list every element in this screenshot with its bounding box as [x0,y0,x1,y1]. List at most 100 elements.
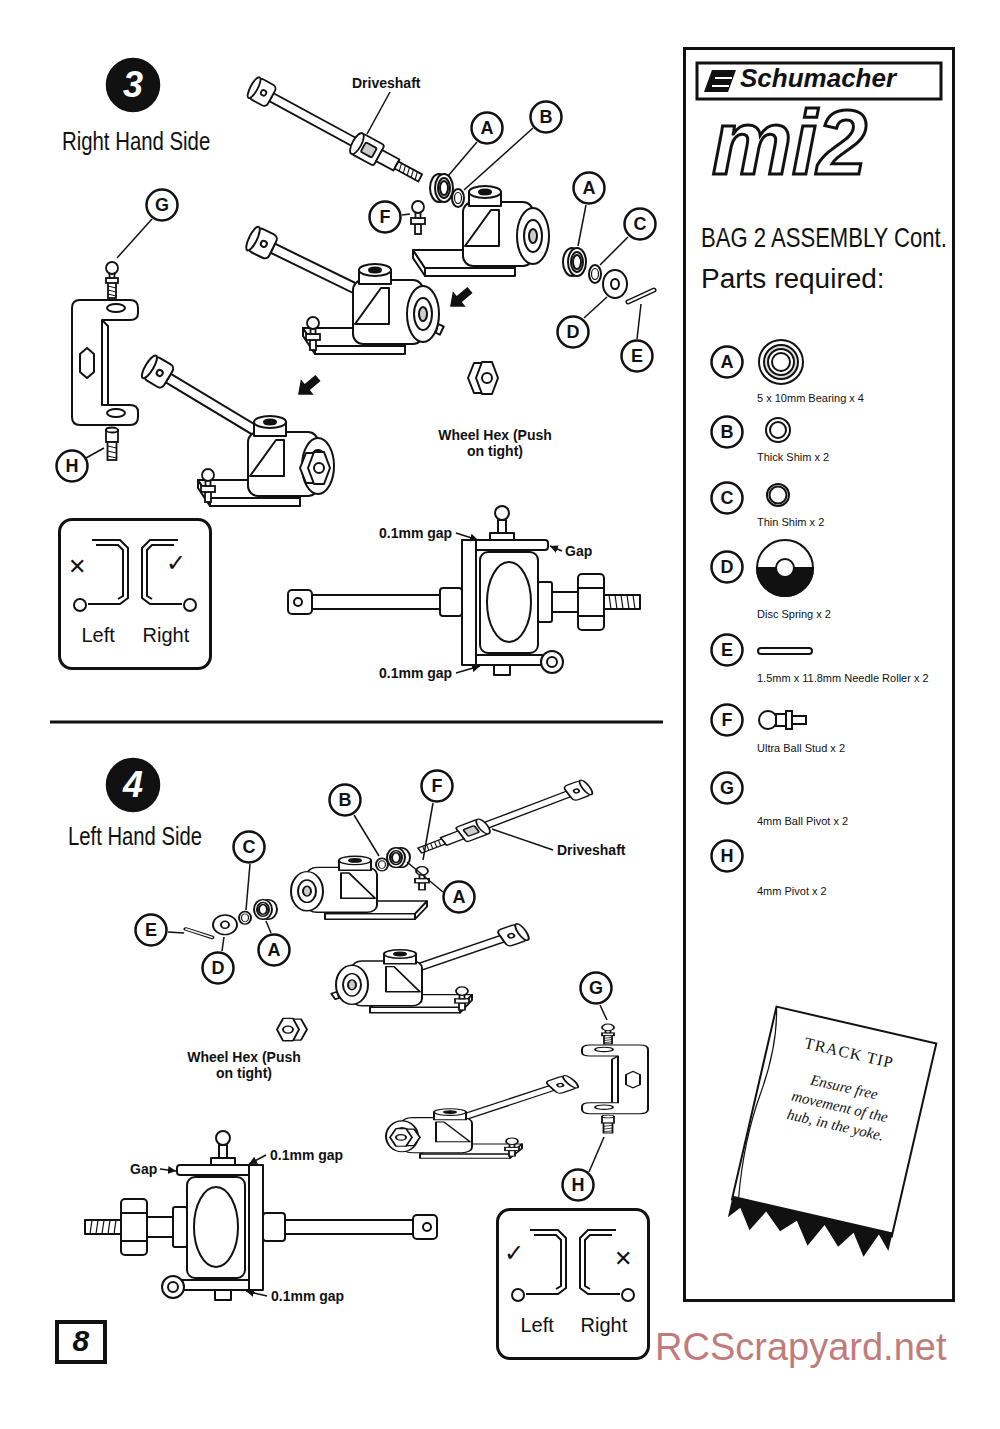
illustration-part [764,345,798,379]
circle-outline [712,552,743,583]
callout-letter: E [134,913,168,947]
gap-note: 0.1mm gap [379,665,452,681]
callout-letter-text: D [212,958,225,979]
illustration-part [792,716,806,724]
callout-letter-text: C [634,214,647,235]
assembly-arrow [444,282,477,314]
callout-letter: H [561,1168,595,1202]
part-callout: FUltra Ball Stud x 2 [710,703,950,760]
callout-letter: B [529,100,563,134]
part-letter: F [722,710,733,731]
callout-letter-text: G [155,195,169,216]
part-name: Wheel Hex (Push on tight) [437,427,553,459]
illustration-part [249,1155,266,1164]
illustration-part [168,932,184,933]
callout-letter: F [420,769,454,803]
note-curl [733,1007,783,1197]
illustration-part [767,484,789,506]
part-letter: C [721,488,734,509]
callout-letter-text: F [380,207,391,228]
callout-letter: A [442,880,476,914]
orientation-box: ✓✕LeftRight [496,1208,650,1360]
circle-outline [558,317,589,348]
circle-outline [712,635,743,666]
circle-outline [259,935,290,966]
part-letter: H [721,846,734,867]
circle-outline [625,209,656,240]
callout-letter: D [201,951,235,985]
illustration-part [86,448,104,458]
orientation-icons [74,540,196,611]
callout-letter-text: B [339,790,352,811]
part-description: 4mm Ball Pivot x 2 [757,815,848,828]
part-description: 4mm Pivot x 2 [757,885,827,898]
callout-letter-text: G [589,978,603,999]
correct-mark: ✓ [504,1240,524,1268]
illustration-part [770,422,786,438]
part-description: 5 x 10mm Bearing x 4 [757,392,864,405]
circle-outline [370,202,401,233]
watermark: RCScrapyard.net [655,1326,946,1370]
illustration-part [367,92,390,134]
part-name: Driveshaft [557,842,625,858]
illustration-part [117,219,152,258]
part-name: Driveshaft [352,75,420,91]
section-divider [50,721,663,724]
illustration-part [448,142,477,176]
circle-outline [712,841,743,872]
page-number: 8 [55,1320,107,1364]
callout-letter-text: E [631,346,643,367]
step-number: 4 [106,758,160,812]
circle-outline [574,173,605,204]
illustration-part [160,1169,176,1171]
callout-letter: G [579,971,613,1005]
part-callout: CThin Shim x 2 [710,481,950,534]
illustration-part [222,937,224,951]
callout-letter-text: A [583,178,596,199]
illustration-part [402,214,410,215]
illustration-part [354,815,379,856]
hub-assembly-left [277,923,531,1041]
part-callout: E1.5mm x 11.8mm Needle Roller x 2 [710,633,950,690]
side-label: Right [143,624,190,647]
illustration-part [456,533,478,540]
illustration-part [759,340,803,384]
circle-outline [712,347,743,378]
section-title: Right Hand Side [62,127,210,157]
illustration-part [492,829,553,850]
circle-outline [107,59,159,111]
illustration-part [578,205,586,246]
gap-view-right [288,506,640,675]
wrong-mark: ✕ [68,554,86,579]
callout-letter-text: H [66,456,79,477]
step-number-text: 3 [123,64,143,105]
illustration-part [550,546,562,551]
part-callout: BThick Shim x 2 [710,415,950,469]
callout-letter: A [470,111,504,145]
illustration-part [407,862,443,892]
orientation-box: ✕✓LeftRight [58,518,212,670]
part-callout: DDisc Spring x 2 [710,550,950,626]
step-number: 3 [106,58,160,112]
illustration-part [246,1291,267,1296]
note-torn-edge [726,1196,893,1264]
gap-note: Gap [130,1161,157,1177]
illustration-part [423,803,433,860]
illustration-part [759,711,777,729]
circle-outline [531,102,562,133]
note-paper [732,1007,936,1237]
callout-letter-text: E [145,920,157,941]
callout-letter: G [145,188,179,222]
part-callout: G4mm Ball Pivot x 2 [710,771,950,833]
callout-letter: A [257,933,291,967]
track-tip-note: TRACK TIPEnsure free movement of the hub… [721,1004,938,1266]
illustration-part [757,540,813,596]
illustration-part [600,237,628,265]
orientation-icons [512,1230,634,1301]
illustration-part [246,864,250,910]
circle-outline [712,773,743,804]
circle-outline [444,882,475,913]
step-number-text: 4 [123,764,143,805]
circle-outline [422,771,453,802]
